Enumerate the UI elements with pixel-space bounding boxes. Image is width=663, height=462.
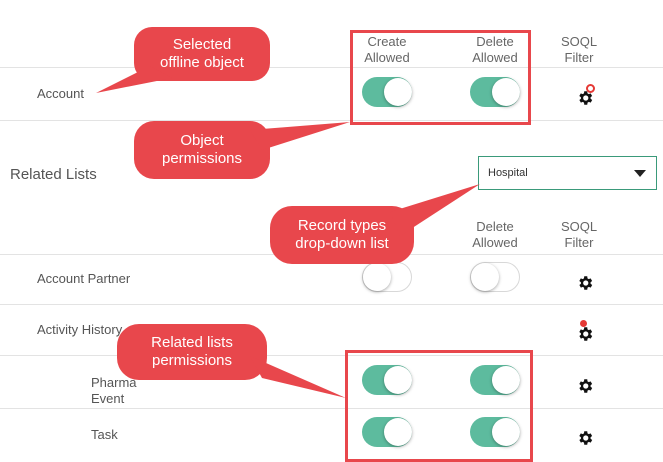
object-label: Account bbox=[37, 86, 84, 101]
record-type-selected: Hospital bbox=[488, 167, 528, 179]
callout-bubble bbox=[134, 27, 270, 81]
callout-pointer bbox=[390, 184, 480, 236]
toggle-knob bbox=[492, 418, 520, 446]
task-create-toggle[interactable] bbox=[362, 417, 412, 447]
toggle-knob bbox=[384, 78, 412, 106]
pharma-event-create-toggle[interactable] bbox=[362, 365, 412, 395]
toggle-knob bbox=[363, 263, 391, 291]
callout-pointer bbox=[250, 356, 346, 398]
chevron-down-icon bbox=[634, 170, 646, 177]
delete-allowed-header: Delete Allowed bbox=[472, 34, 518, 65]
filter-active-indicator bbox=[580, 320, 587, 327]
gear-icon[interactable] bbox=[576, 377, 594, 395]
callout-selected-offline-object: Selected offline object bbox=[160, 36, 244, 71]
toggle-knob bbox=[492, 366, 520, 394]
account-partner-create-toggle[interactable] bbox=[362, 262, 412, 292]
toggle-knob bbox=[492, 78, 520, 106]
account-create-toggle[interactable] bbox=[362, 77, 412, 107]
object-permissions-highlight bbox=[350, 30, 531, 125]
divider bbox=[0, 67, 663, 68]
callout-pointer bbox=[96, 66, 172, 93]
related-lists-permissions-highlight bbox=[345, 350, 533, 462]
rl-delete-allowed-header: Delete Allowed bbox=[472, 219, 518, 250]
callout-pointer bbox=[250, 122, 350, 150]
record-type-select[interactable]: Hospital bbox=[478, 156, 657, 190]
callout-bubble bbox=[134, 121, 270, 179]
filter-active-indicator bbox=[586, 84, 595, 93]
create-allowed-header: Create Allowed bbox=[364, 34, 410, 65]
rl-soql-filter-header: SOQL Filter bbox=[560, 219, 598, 250]
toggle-knob bbox=[471, 263, 499, 291]
callout-related-lists-permissions: Related lists permissions bbox=[151, 334, 233, 369]
task-delete-toggle[interactable] bbox=[470, 417, 520, 447]
related-list-label: Pharma Event bbox=[91, 375, 137, 406]
gear-icon[interactable] bbox=[576, 274, 594, 292]
gear-icon[interactable] bbox=[576, 325, 594, 343]
toggle-knob bbox=[384, 418, 412, 446]
account-partner-delete-toggle[interactable] bbox=[470, 262, 520, 292]
toggle-knob bbox=[384, 366, 412, 394]
related-list-label: Activity History bbox=[37, 322, 123, 337]
gear-icon[interactable] bbox=[576, 89, 594, 107]
related-list-label: Account Partner bbox=[37, 271, 131, 286]
account-delete-toggle[interactable] bbox=[470, 77, 520, 107]
callout-bubble bbox=[270, 206, 414, 264]
divider bbox=[0, 355, 663, 356]
pharma-event-delete-toggle[interactable] bbox=[470, 365, 520, 395]
soql-filter-header: SOQL Filter bbox=[560, 34, 598, 65]
gear-icon[interactable] bbox=[576, 429, 594, 447]
callout-object-permissions: Object permissions bbox=[161, 132, 243, 167]
related-lists-title: Related Lists bbox=[10, 166, 97, 183]
divider bbox=[0, 120, 663, 121]
callout-bubble bbox=[117, 324, 267, 380]
divider bbox=[0, 304, 663, 305]
callout-record-types: Record types drop-down list bbox=[295, 217, 389, 252]
divider bbox=[0, 408, 663, 409]
related-list-label: Task bbox=[91, 427, 118, 442]
